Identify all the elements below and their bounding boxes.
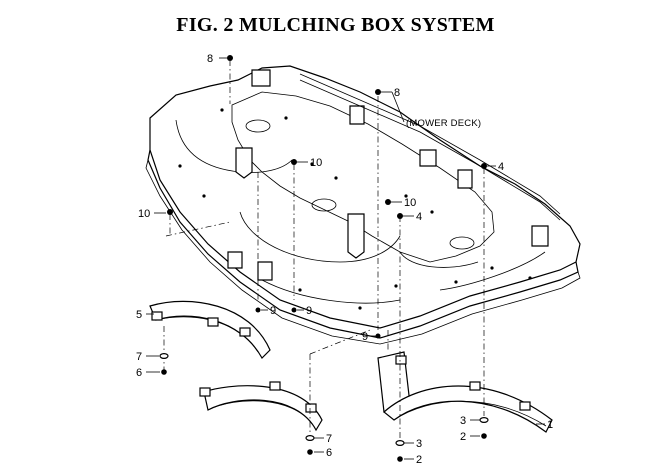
callout-8-center: 8 xyxy=(394,87,400,99)
callout-2-bottom: 2 xyxy=(416,454,422,466)
callout-9-a: 9 xyxy=(270,305,276,317)
callout-3-right: 3 xyxy=(460,415,466,427)
callout-10-mid: 10 xyxy=(404,197,416,209)
callout-7-left: 7 xyxy=(136,351,142,363)
callout-7-bottom: 7 xyxy=(326,433,332,445)
mulch-plate-right xyxy=(377,351,553,433)
figure-title: FIG. 2 MULCHING BOX SYSTEM xyxy=(176,14,495,36)
callout-4-right: 4 xyxy=(498,161,504,173)
callout-9-c: 9 xyxy=(362,331,368,343)
callout-4-mid: 4 xyxy=(416,211,422,223)
callout-6-bottom: 6 xyxy=(326,447,332,459)
mower-deck-label: (MOWER DECK) xyxy=(406,118,481,129)
callout-1: 1 xyxy=(547,419,553,431)
mulch-plate-left xyxy=(149,300,271,359)
mower-deck xyxy=(145,65,581,345)
callout-2-right: 2 xyxy=(460,431,466,443)
assembly-lines xyxy=(163,60,485,440)
callout-10-center: 10 xyxy=(310,157,322,169)
callout-9-b: 9 xyxy=(306,305,312,317)
leader-lines xyxy=(146,57,545,460)
callout-3-bottom: 3 xyxy=(416,438,422,450)
mulch-plate-center xyxy=(199,381,323,432)
callout-10-left: 10 xyxy=(138,208,150,220)
callout-6-left: 6 xyxy=(136,367,142,379)
callout-5: 5 xyxy=(136,309,142,321)
callout-8-top-left: 8 xyxy=(207,53,213,65)
